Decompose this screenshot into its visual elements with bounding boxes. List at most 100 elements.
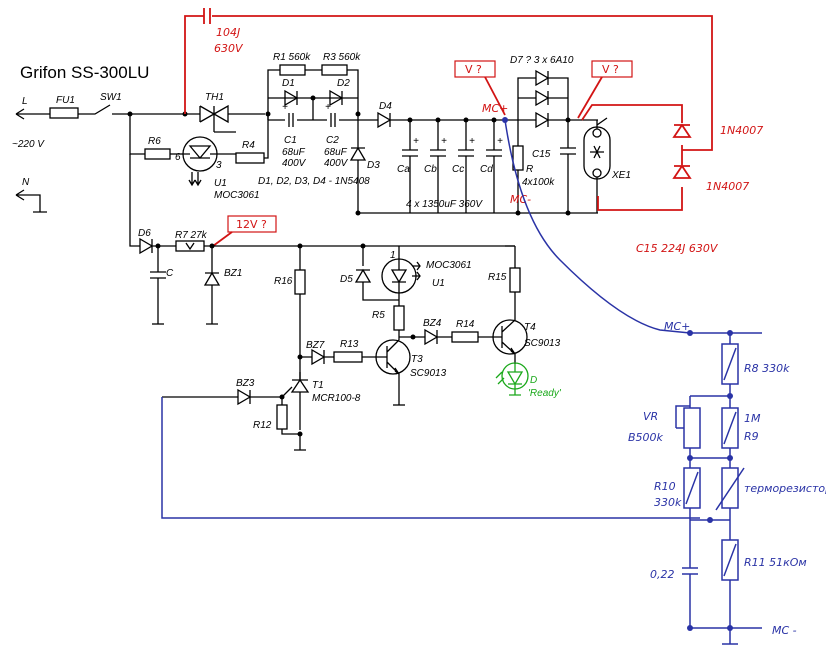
- probe-v1: V ?: [454, 60, 506, 116]
- diode-d7-stack: D7 ? 3 x 6A10: [510, 55, 574, 129]
- resistor-r13: [333, 351, 363, 363]
- zener-bz7: BZ7: [300, 340, 334, 366]
- zener-bz1: BZ1: [203, 246, 242, 325]
- svg-text:Cd: Cd: [480, 164, 493, 175]
- resistor-r7: R7 27k: [175, 230, 208, 252]
- red-trigger-capacitor: 104J 630V: [184, 8, 713, 151]
- switch-label: SW1: [100, 92, 122, 103]
- diode-d1: D1: [282, 78, 299, 107]
- resistor-r5: [393, 305, 405, 331]
- switch-sw1: [78, 104, 185, 115]
- mains-l-arrow: [15, 108, 50, 120]
- mains-input: L ~220 V N: [12, 96, 50, 213]
- svg-text:Ca: Ca: [397, 164, 410, 175]
- svg-text:BZ4: BZ4: [423, 318, 442, 329]
- svg-text:R11 51кОм: R11 51кОм: [744, 556, 807, 569]
- svg-text:BZ3: BZ3: [236, 378, 255, 389]
- diode-d5: D5: [340, 268, 372, 285]
- svg-text:терморезистор: терморезистор: [744, 482, 826, 495]
- capacitor-c15: [560, 120, 576, 213]
- capacitor-bank: + + + + Ca Cb Cc Cd 4 x 1350uF 360V: [397, 120, 503, 213]
- svg-text:MC -: MC -: [772, 624, 797, 637]
- svg-text:D1: D1: [282, 78, 295, 89]
- svg-text:+: +: [413, 136, 419, 147]
- svg-text:68uF: 68uF: [324, 147, 348, 158]
- capacitor-c: [150, 246, 166, 324]
- diode-part-note: D1, D2, D3, D4 - 1N5408: [258, 176, 370, 187]
- fuse-label: FU1: [56, 95, 75, 106]
- svg-text:R8 330k: R8 330k: [744, 362, 790, 375]
- diagram-title: Grifon SS-300LU: [20, 63, 149, 82]
- svg-text:R6: R6: [148, 136, 161, 147]
- svg-text:D: D: [530, 375, 537, 386]
- resistor-r4: [235, 152, 265, 164]
- resistor-r3: [321, 64, 348, 76]
- capacitor-c2: + C2 68uF 400V: [324, 102, 349, 169]
- svg-text:+: +: [325, 102, 331, 113]
- svg-text:104J: 104J: [216, 26, 240, 39]
- svg-text:B500k: B500k: [628, 431, 664, 444]
- svg-text:T1: T1: [312, 380, 324, 391]
- svg-text:D7 ? 3 x 6A10: D7 ? 3 x 6A10: [510, 55, 574, 66]
- svg-text:D6: D6: [138, 228, 151, 239]
- svg-text:'Ready': 'Ready': [528, 388, 562, 399]
- svg-text:R10: R10: [654, 480, 676, 493]
- svg-text:D3: D3: [367, 160, 380, 171]
- thyristor-t1: T1 MCR100-8: [281, 372, 361, 430]
- svg-text:1N4007: 1N4007: [706, 180, 749, 193]
- resistor-r16: [294, 269, 306, 295]
- resistor-r12: [276, 404, 288, 430]
- probe-v2: V ?: [577, 60, 633, 119]
- svg-text:+: +: [469, 136, 475, 147]
- mains-voltage-label: ~220 V: [12, 139, 45, 150]
- svg-text:SC9013: SC9013: [410, 368, 447, 379]
- svg-text:TH1: TH1: [205, 92, 224, 103]
- transistor-t4: T4 SC9013: [492, 292, 561, 364]
- capacitor-c1: + C1 68uF 400V: [282, 102, 307, 169]
- svg-text:D4: D4: [379, 101, 392, 112]
- red-diodes: 1N4007 1N4007: [581, 104, 763, 211]
- svg-text:D2: D2: [337, 78, 350, 89]
- svg-text:D5: D5: [340, 274, 353, 285]
- svg-text:R7 27k: R7 27k: [175, 230, 208, 241]
- svg-text:C: C: [166, 268, 174, 279]
- svg-text:V ?: V ?: [465, 63, 482, 76]
- svg-text:R12: R12: [253, 420, 272, 431]
- svg-text:4 x 1350uF 360V: 4 x 1350uF 360V: [406, 199, 483, 210]
- probe-12v: 12V ?: [212, 215, 277, 247]
- svg-text:400V: 400V: [282, 158, 307, 169]
- transistor-t3: T3 SC9013: [375, 339, 447, 405]
- svg-text:C15: C15: [532, 149, 551, 160]
- svg-text:R9: R9: [744, 430, 759, 443]
- svg-text:BZ7: BZ7: [306, 340, 325, 351]
- svg-text:U1: U1: [432, 278, 445, 289]
- svg-text:MC+: MC+: [664, 320, 690, 333]
- svg-text:R13: R13: [340, 339, 359, 350]
- optocoupler-u1b: 1 MOC3061 U1: [381, 246, 472, 306]
- resistor-r6: [144, 148, 171, 160]
- svg-text:Cb: Cb: [424, 164, 437, 175]
- svg-text:1: 1: [390, 250, 396, 261]
- svg-text:R3 560k: R3 560k: [323, 52, 361, 63]
- svg-text:+: +: [441, 136, 447, 147]
- mains-n-label: N: [22, 177, 30, 188]
- svg-text:U1: U1: [214, 178, 227, 189]
- mains-l-label: L: [22, 96, 28, 107]
- svg-text:V ?: V ?: [602, 63, 619, 76]
- mains-n-ground: [15, 189, 47, 213]
- svg-text:330k: 330k: [654, 496, 682, 509]
- svg-text:R: R: [526, 164, 533, 175]
- svg-text:R1 560k: R1 560k: [273, 52, 311, 63]
- svg-text:T4: T4: [524, 322, 536, 333]
- svg-text:T3: T3: [411, 354, 423, 365]
- zener-bz4: BZ4: [423, 318, 452, 346]
- fuse-fu1: FU1: [49, 95, 79, 119]
- svg-text:VR: VR: [643, 410, 658, 423]
- svg-text:MOC3061: MOC3061: [426, 260, 472, 271]
- resistor-bleed: [512, 145, 524, 171]
- svg-text:XE1: XE1: [611, 170, 631, 181]
- svg-text:Cc: Cc: [452, 164, 464, 175]
- svg-text:3: 3: [216, 160, 222, 171]
- resistor-r14: [451, 331, 479, 343]
